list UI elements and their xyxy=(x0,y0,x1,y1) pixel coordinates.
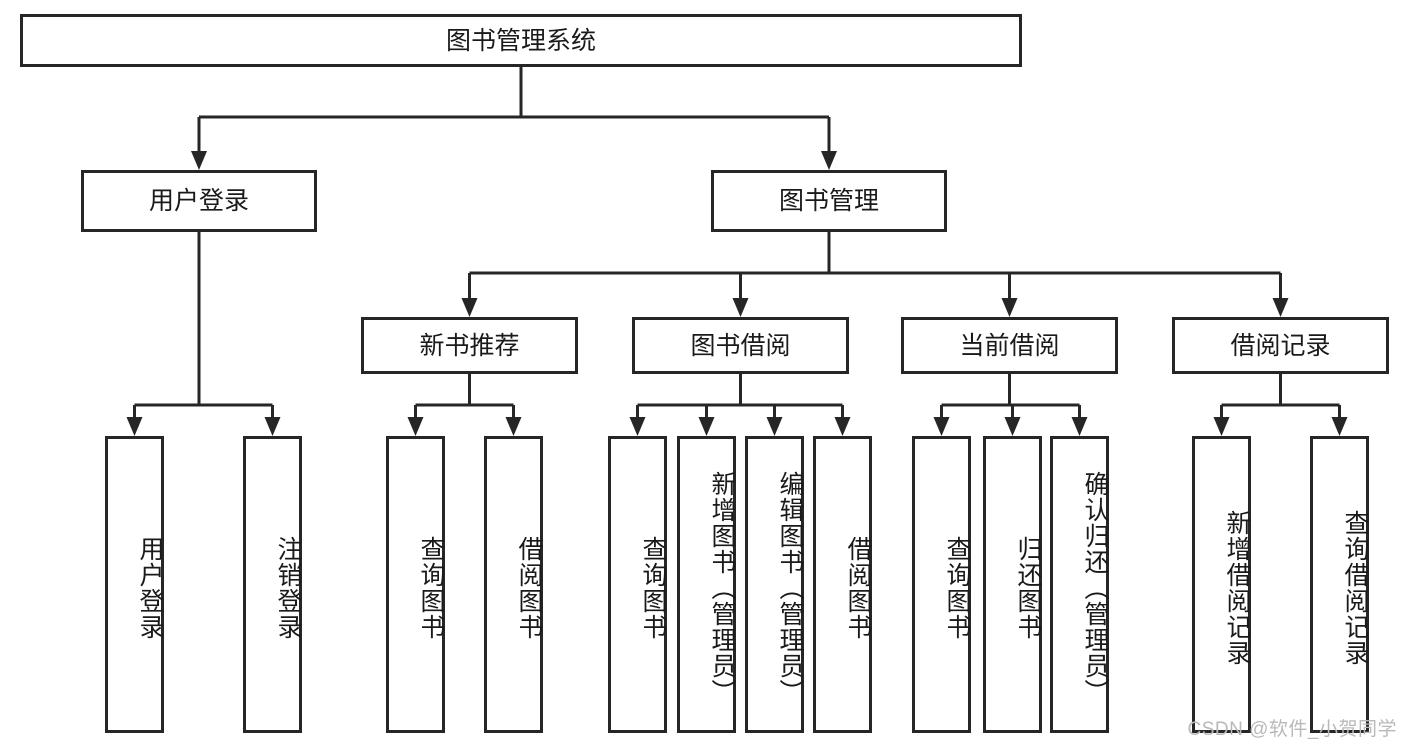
node-box-leaf-query-book-3[interactable] xyxy=(912,436,971,733)
node-leaf-logout[interactable] xyxy=(243,436,302,733)
node-box-new-book-rec[interactable] xyxy=(361,317,578,374)
node-box-user-login[interactable] xyxy=(81,170,317,232)
node-new-book-rec[interactable] xyxy=(361,317,578,374)
node-box-root[interactable] xyxy=(20,14,1022,67)
node-leaf-query-record[interactable] xyxy=(1310,436,1369,733)
node-leaf-add-record[interactable] xyxy=(1192,436,1251,733)
node-leaf-edit-book[interactable] xyxy=(745,436,804,733)
node-leaf-user-login[interactable] xyxy=(105,436,164,733)
node-box-leaf-return-book[interactable] xyxy=(983,436,1042,733)
node-leaf-borrow-book-2[interactable] xyxy=(813,436,872,733)
node-box-leaf-borrow-book-2[interactable] xyxy=(813,436,872,733)
node-box-leaf-add-book[interactable] xyxy=(677,436,736,733)
edge-group-user-login xyxy=(126,232,281,436)
node-leaf-borrow-book-1[interactable] xyxy=(484,436,543,733)
node-root[interactable] xyxy=(20,14,1022,67)
node-box-book-borrow[interactable] xyxy=(632,317,849,374)
node-box-leaf-logout[interactable] xyxy=(243,436,302,733)
node-box-leaf-add-record[interactable] xyxy=(1192,436,1251,733)
node-box-book-manage[interactable] xyxy=(711,170,947,232)
node-book-manage[interactable] xyxy=(711,170,947,232)
node-current-borrow[interactable] xyxy=(901,317,1118,374)
node-book-borrow[interactable] xyxy=(632,317,849,374)
node-leaf-add-book[interactable] xyxy=(677,436,736,733)
edge-group-borrow-record xyxy=(1213,374,1348,436)
node-box-current-borrow[interactable] xyxy=(901,317,1118,374)
node-user-login[interactable] xyxy=(81,170,317,232)
node-box-leaf-query-book-2[interactable] xyxy=(608,436,667,733)
edge-group-book-manage xyxy=(461,232,1289,317)
node-box-borrow-record[interactable] xyxy=(1172,317,1389,374)
edge-group-new-book-rec xyxy=(407,374,522,436)
node-box-leaf-query-record[interactable] xyxy=(1310,436,1369,733)
node-box-leaf-user-login[interactable] xyxy=(105,436,164,733)
nodes-layer xyxy=(20,14,1389,733)
node-leaf-query-book-1[interactable] xyxy=(386,436,445,733)
node-box-leaf-borrow-book-1[interactable] xyxy=(484,436,543,733)
edge-group-root xyxy=(191,67,837,170)
node-leaf-query-book-3[interactable] xyxy=(912,436,971,733)
node-leaf-return-book[interactable] xyxy=(983,436,1042,733)
edge-group-book-borrow xyxy=(629,374,851,436)
node-box-leaf-edit-book[interactable] xyxy=(745,436,804,733)
node-leaf-query-book-2[interactable] xyxy=(608,436,667,733)
edges-layer xyxy=(126,67,1348,436)
node-borrow-record[interactable] xyxy=(1172,317,1389,374)
node-box-leaf-query-book-1[interactable] xyxy=(386,436,445,733)
watermark-label: CSDN @软件_小贺同学 xyxy=(1187,719,1397,740)
edge-group-current-borrow xyxy=(933,374,1088,436)
node-box-leaf-confirm-ret[interactable] xyxy=(1050,436,1109,733)
node-leaf-confirm-ret[interactable] xyxy=(1050,436,1109,733)
